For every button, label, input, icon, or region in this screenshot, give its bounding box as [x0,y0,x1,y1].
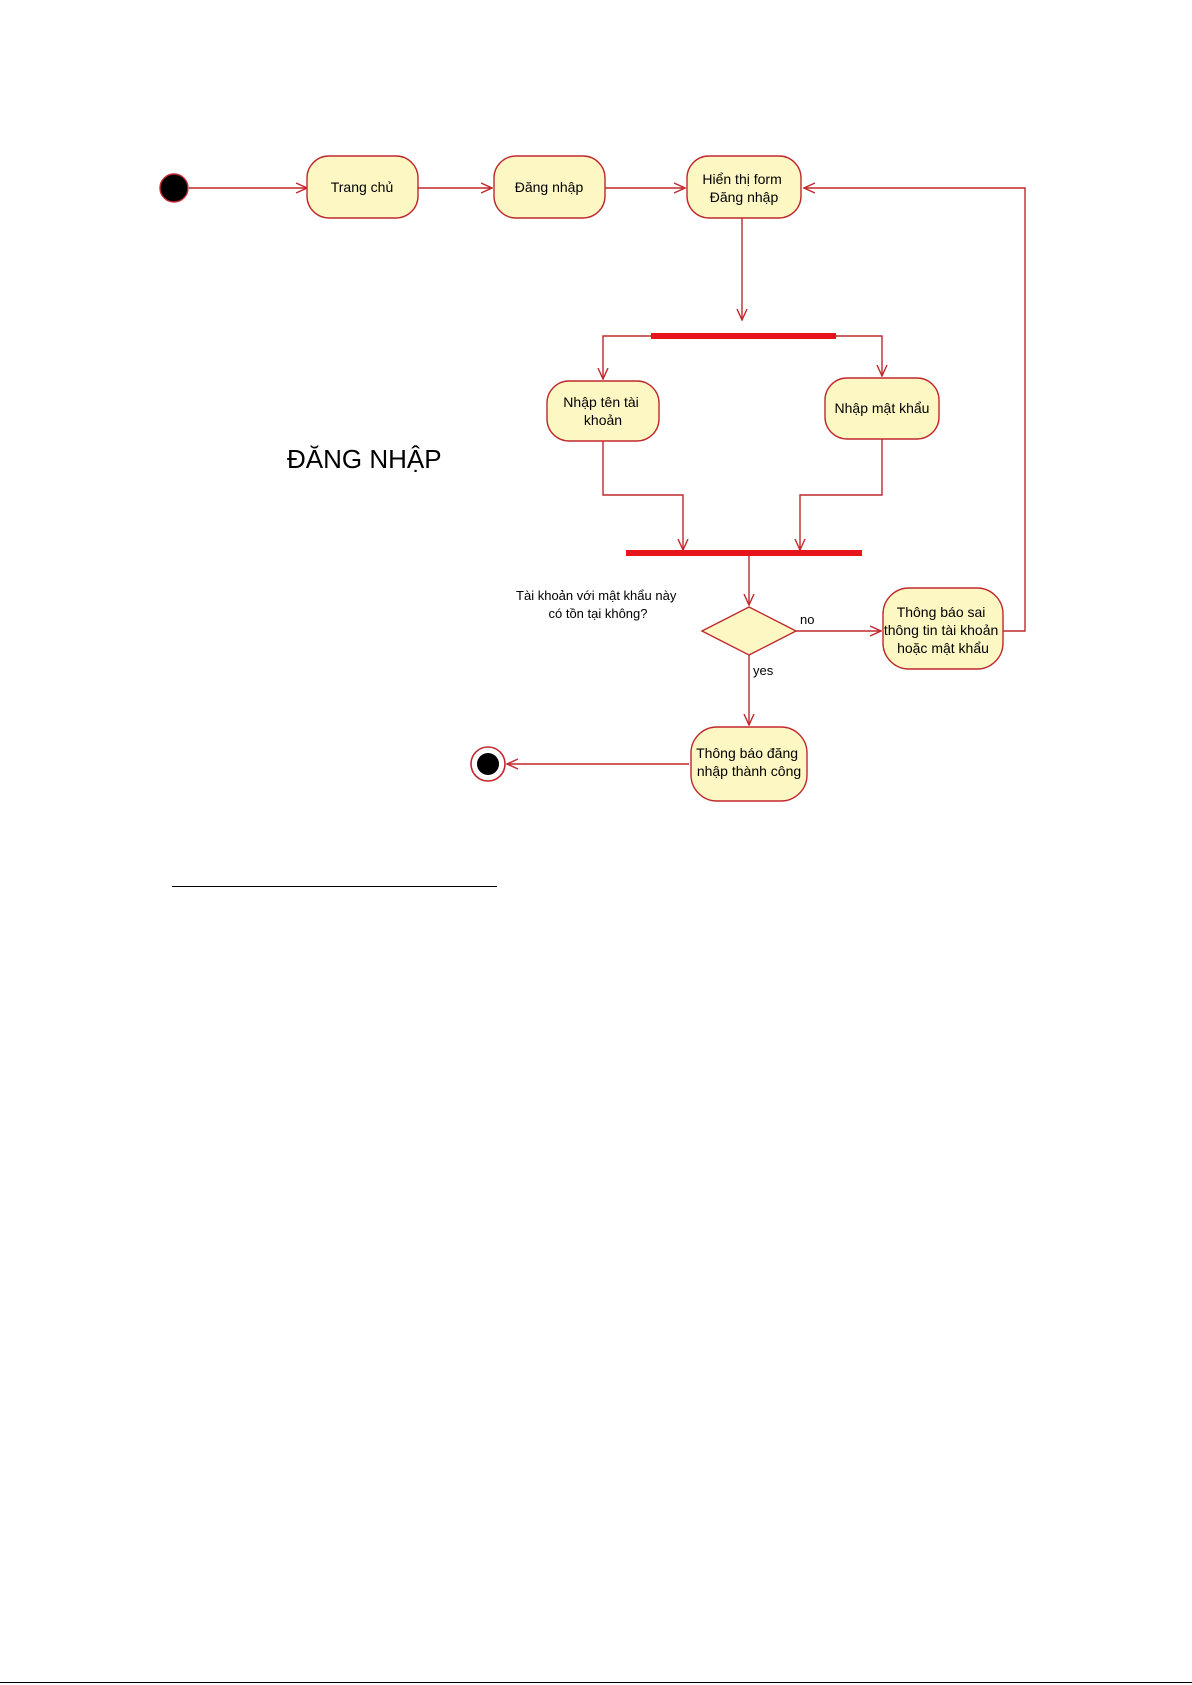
decision-question: Tài khoản với mật khẩu này có tồn tại kh… [516,588,680,621]
edges [189,188,1025,764]
end-node [471,747,505,781]
node-thong-bao-thanh-cong: Thông báo đăng nhập thành công [691,727,807,801]
start-node [160,174,188,202]
decision-yes-label: yes [753,663,774,678]
edge-fork-to-nhap-mat-khau [836,336,882,376]
decision-no-label: no [800,612,814,627]
node-trang-chu-line-1: Trang chủ [331,179,394,195]
node-hien-thi-form-line-1: Hiển thị form [702,171,781,187]
node-trang-chu: Trang chủ [307,156,418,218]
node-nhap-ten-line-1: Nhập tên tài [563,394,639,410]
node-hien-thi-form: Hiển thị form Đăng nhập [687,156,801,218]
node-thong-bao-sai-line-1: Thông báo sai [897,604,986,620]
node-thong-bao-thanh-cong-line-2: nhập thành công [697,763,801,779]
node-thong-bao-sai-line-2: thông tin tài khoản [884,622,998,638]
edge-fork-to-nhap-ten [603,336,651,379]
svg-text:Nhập mật khẩu: Nhập mật khẩu [835,400,930,416]
decision-question-line-2: có tồn tại không? [548,606,647,621]
join-bar [626,550,862,556]
svg-text:Đăng nhập: Đăng nhập [515,179,584,195]
svg-text:Thông báo sai thông tin: Thông báo sai thông tin tài khoản hoặc m… [884,604,1002,656]
node-hien-thi-form-line-2: Đăng nhập [710,189,779,205]
decision-question-line-1: Tài khoản với mật khẩu này [516,588,677,603]
node-thong-bao-sai: Thông báo sai thông tin tài khoản hoặc m… [883,588,1003,669]
svg-text:Trang chủ: Trang chủ [331,179,394,195]
node-dang-nhap-line-1: Đăng nhập [515,179,584,195]
page-bottom-border [0,1682,1192,1683]
node-nhap-ten-line-2: khoản [584,412,622,428]
node-nhap-mat-khau-line-1: Nhập mật khẩu [835,400,930,416]
diagram-title: ĐĂNG NHẬP [287,444,442,474]
node-thong-bao-sai-line-3: hoặc mật khẩu [897,640,989,656]
node-dang-nhap: Đăng nhập [494,156,605,218]
decision-diamond [702,607,796,655]
edge-nhap-mat-khau-to-join [800,439,882,550]
node-nhap-mat-khau: Nhập mật khẩu [825,378,939,439]
node-nhap-ten-tai-khoan: Nhập tên tài khoản [547,381,659,441]
edge-nhap-ten-to-join [603,441,683,550]
footnote-separator [172,886,497,887]
node-thong-bao-thanh-cong-line-1: Thông báo đăng [696,745,798,761]
fork-bar [651,333,836,339]
